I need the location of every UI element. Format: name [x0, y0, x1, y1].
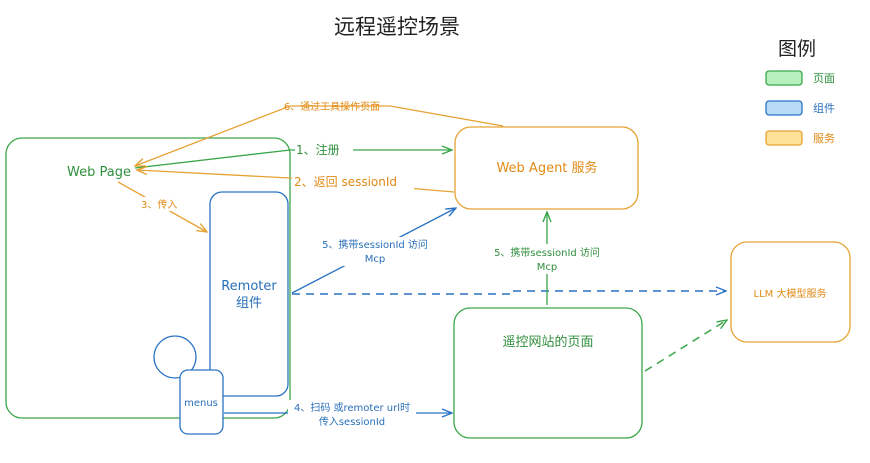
- remote-site-label: 遥控网站的页面: [502, 334, 593, 350]
- web-agent-box: [454, 126, 639, 210]
- edge-scan-label-line1: 4、扫码 或remoter url时: [294, 401, 410, 414]
- edge-scan: 4、扫码 或remoter url时 传入sessionId: [224, 400, 452, 430]
- edge-scan-label-line2: 传入sessionId: [319, 416, 385, 428]
- legend-swatch-component: [765, 100, 803, 116]
- edge-mcp-right: 5、携带sessionId 访问 Mcp: [488, 212, 606, 305]
- edge-remoter-llm: [292, 291, 726, 294]
- remoter-label-line1: Remoter: [221, 279, 277, 294]
- web-agent-label: Web Agent 服务: [496, 160, 597, 176]
- edge-register-label: 1、注册: [296, 142, 340, 157]
- edge-operate-page: 6、通过工具操作页面: [135, 100, 504, 166]
- edge-register-label-bg: [295, 140, 353, 158]
- edge-mcp-left-label-line1: 5、携带sessionId 访问: [322, 238, 428, 251]
- edge-mcp-right-label-line2: Mcp: [537, 262, 557, 273]
- legend-title: 图例: [778, 38, 816, 60]
- legend-label-component: 组件: [813, 101, 835, 115]
- edge-mcp-left-label-line2: Mcp: [365, 254, 385, 265]
- legend: 图例 页面 组件 服务: [765, 38, 835, 146]
- edge-mcp-right-label-bg: [488, 244, 606, 274]
- remoter-box: [209, 191, 289, 397]
- floating-ball-icon: [153, 335, 197, 379]
- menus-box: [179, 369, 224, 435]
- llm-box: [730, 241, 851, 343]
- diagram-title: 远程遥控场景: [334, 15, 460, 39]
- edge-mcp-right-label-line1: 5、携带sessionId 访问: [494, 246, 600, 259]
- edge-mcp-left-label-bg: [316, 237, 434, 266]
- edge-operate-page-label: 6、通过工具操作页面: [284, 100, 380, 113]
- web-page-box: [5, 137, 291, 419]
- llm-label: LLM 大模型服务: [754, 287, 827, 300]
- web-page-label: Web Page: [67, 165, 131, 180]
- edge-pass-in: 3、传入: [117, 181, 207, 232]
- edge-scan-label-bg: [288, 400, 416, 430]
- remoter-label-line2: 组件: [236, 296, 262, 311]
- edge-return-session-label: 2、返回 sessionId: [294, 175, 397, 189]
- edge-register: 1、注册: [134, 140, 452, 169]
- edge-pass-in-label: 3、传入: [141, 199, 177, 211]
- edge-return-session-label-bg: [292, 172, 414, 190]
- edge-return-session: 2、返回 sessionId: [137, 170, 455, 193]
- edge-mcp-left: 5、携带sessionId 访问 Mcp: [291, 208, 456, 294]
- edge-site-llm: [644, 320, 727, 372]
- remote-site-box: [453, 307, 643, 439]
- legend-label-page: 页面: [813, 72, 835, 85]
- edge-pass-in-label-bg: [140, 197, 188, 211]
- menus-label: menus: [184, 398, 218, 409]
- legend-swatch-page: [765, 70, 803, 86]
- legend-swatch-service: [765, 130, 803, 146]
- legend-label-service: 服务: [813, 132, 835, 145]
